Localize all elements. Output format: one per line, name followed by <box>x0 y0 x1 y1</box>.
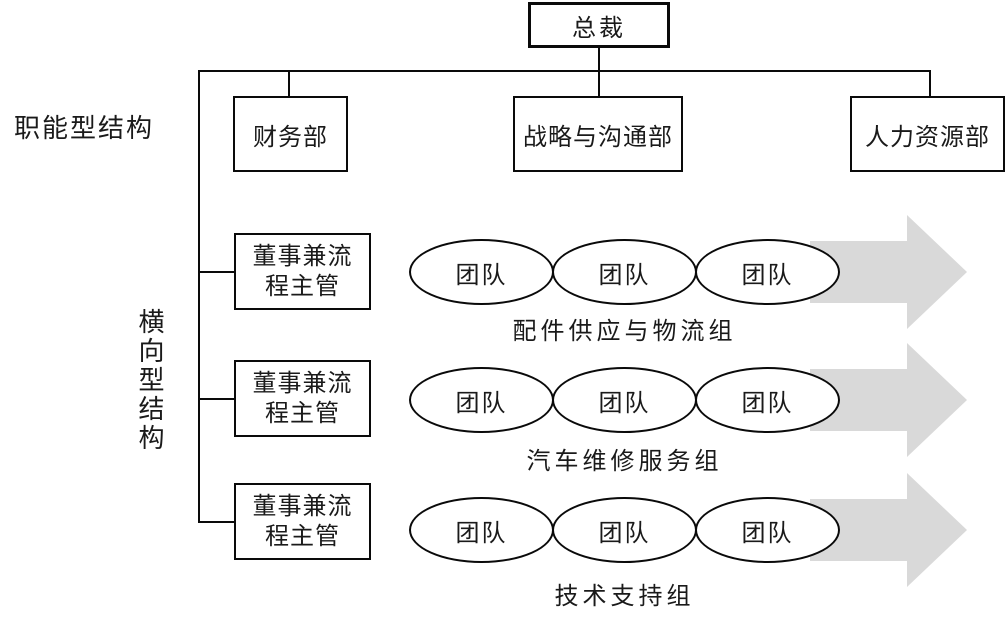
group-label-row2: 汽车维修服务组 <box>526 448 723 475</box>
manager-box-row2: 董事兼流程主管 <box>234 360 371 437</box>
connector-stub-finance <box>288 70 290 97</box>
team-ellipse-row1-3: 团队 <box>695 239 840 305</box>
manager-box-row1: 董事兼流程主管 <box>234 233 371 310</box>
team-ellipse-row1-1: 团队 <box>409 239 554 305</box>
connector-stub-hr <box>929 70 931 97</box>
team-ellipse-row3-2: 团队 <box>552 497 697 563</box>
connector-stub-row3 <box>198 521 235 523</box>
dept-box-finance: 财务部 <box>233 96 348 172</box>
connector-stub-strategy <box>598 70 600 97</box>
connector-top-horizontal <box>198 70 931 72</box>
group-label-row1: 配件供应与物流组 <box>512 318 737 345</box>
connector-president-drop <box>598 48 600 72</box>
connector-stub-row2 <box>198 398 235 400</box>
group-label-row3: 技术支持组 <box>554 583 695 610</box>
team-ellipse-row2-1: 团队 <box>409 367 554 433</box>
connector-left-spine <box>198 70 200 523</box>
team-ellipse-row3-3: 团队 <box>695 497 840 563</box>
horizontal-structure-label: 横向型结构 <box>135 308 165 453</box>
team-ellipse-row1-2: 团队 <box>552 239 697 305</box>
connector-stub-row1 <box>198 271 235 273</box>
president-box: 总裁 <box>528 2 670 48</box>
dept-box-strategy: 战略与沟通部 <box>513 96 683 172</box>
manager-box-row3: 董事兼流程主管 <box>234 483 371 560</box>
functional-structure-label: 职能型结构 <box>14 113 155 143</box>
dept-box-hr: 人力资源部 <box>850 96 1005 172</box>
team-ellipse-row2-3: 团队 <box>695 367 840 433</box>
team-ellipse-row3-1: 团队 <box>409 497 554 563</box>
team-ellipse-row2-2: 团队 <box>552 367 697 433</box>
